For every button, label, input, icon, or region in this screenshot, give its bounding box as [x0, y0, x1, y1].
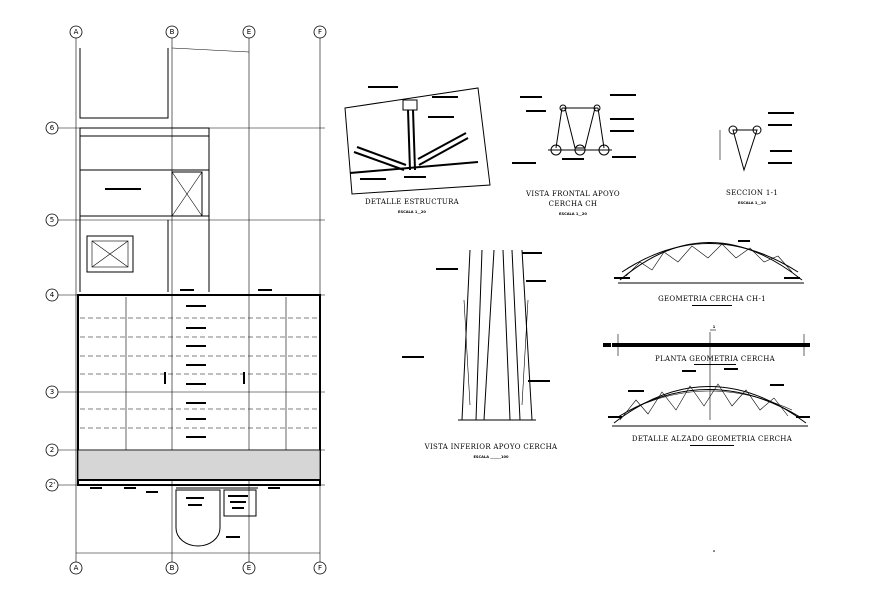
- svg-text:A: A: [74, 564, 79, 572]
- grid-bubble-col-f-bottom: F: [313, 561, 327, 575]
- detail-estructura-title: DETALLE ESTRUCTURA: [365, 198, 460, 206]
- detail-estructura: DETALLE ESTRUCTURA ESCALA 1__20: [344, 86, 491, 214]
- detail-estructura-scale: ESCALA 1__20: [398, 210, 426, 214]
- floor-plan: [58, 38, 325, 563]
- detail-vista-inferior: VISTA INFERIOR APOYO CERCHA ESCALA _____…: [402, 249, 558, 459]
- detail-geometria-cercha-title: GEOMETRIA CERCHA CH-1: [658, 295, 766, 303]
- detail-seccion: SECCION 1-1 ESCALA 1__10: [719, 112, 794, 205]
- grid-bubble-row-5: 5: [45, 213, 59, 227]
- grid-bubble-col-b-top: B: [165, 25, 179, 39]
- svg-text:3: 3: [50, 388, 54, 396]
- detail-vista-frontal-title: VISTA FRONTAL APOYO: [525, 190, 620, 198]
- svg-text:4: 4: [50, 291, 55, 299]
- detail-alzado-geometria: DETALLE ALZADO GEOMETRIA CERCHA: [608, 368, 810, 446]
- detail-geometria-cercha: GEOMETRIA CERCHA CH-1: [614, 240, 804, 306]
- svg-text:5: 5: [50, 216, 54, 224]
- grid-bubble-row-2prime: 2': [45, 478, 59, 492]
- detail-alzado-geometria-title: DETALLE ALZADO GEOMETRIA CERCHA: [632, 435, 793, 443]
- grid-bubble-col-e-top: E: [242, 25, 256, 39]
- detail-vista-frontal-title-line2: CERCHA CH: [549, 200, 598, 208]
- grid-bubble-col-f-top: F: [313, 25, 327, 39]
- svg-text:F: F: [318, 564, 322, 572]
- detail-vista-frontal-scale: ESCALA 1__20: [559, 212, 587, 216]
- grid-bubble-col-b-bottom: B: [165, 561, 179, 575]
- svg-text:F: F: [318, 28, 322, 36]
- svg-text:E: E: [247, 564, 251, 572]
- grid-bubbles: A B E F A B E F 6 5 4 3 2 2': [45, 25, 327, 575]
- grid-bubble-col-e-bottom: E: [242, 561, 256, 575]
- svg-text:B: B: [170, 28, 175, 36]
- grid-bubble-col-a-top: A: [69, 25, 83, 39]
- grid-bubble-col-a-bottom: A: [69, 561, 83, 575]
- detail-vista-frontal: VISTA FRONTAL APOYO CERCHA CH ESCALA 1__…: [512, 94, 636, 216]
- detail-seccion-title: SECCION 1-1: [726, 189, 778, 197]
- grid-bubble-row-3: 3: [45, 385, 59, 399]
- svg-text:6: 6: [50, 124, 55, 132]
- svg-text:B: B: [170, 564, 175, 572]
- detail-planta-geometria-title: PLANTA GEOMETRIA CERCHA: [655, 355, 776, 363]
- grid-bubble-row-6: 6: [45, 121, 59, 135]
- detail-seccion-scale: ESCALA 1__10: [738, 201, 766, 205]
- svg-text:2': 2': [49, 481, 55, 489]
- section-marker-top: 1: [713, 325, 716, 329]
- grid-bubble-row-4: 4: [45, 288, 59, 302]
- detail-planta-geometria: 1 PLANTA GEOMETRIA CERCHA: [603, 325, 810, 420]
- detail-vista-inferior-scale: ESCALA ______100: [473, 455, 509, 459]
- svg-text:E: E: [247, 28, 251, 36]
- svg-text:2: 2: [50, 446, 54, 454]
- svg-text:A: A: [74, 28, 79, 36]
- detail-vista-inferior-title: VISTA INFERIOR APOYO CERCHA: [424, 443, 558, 451]
- grid-bubble-row-2: 2: [45, 443, 59, 457]
